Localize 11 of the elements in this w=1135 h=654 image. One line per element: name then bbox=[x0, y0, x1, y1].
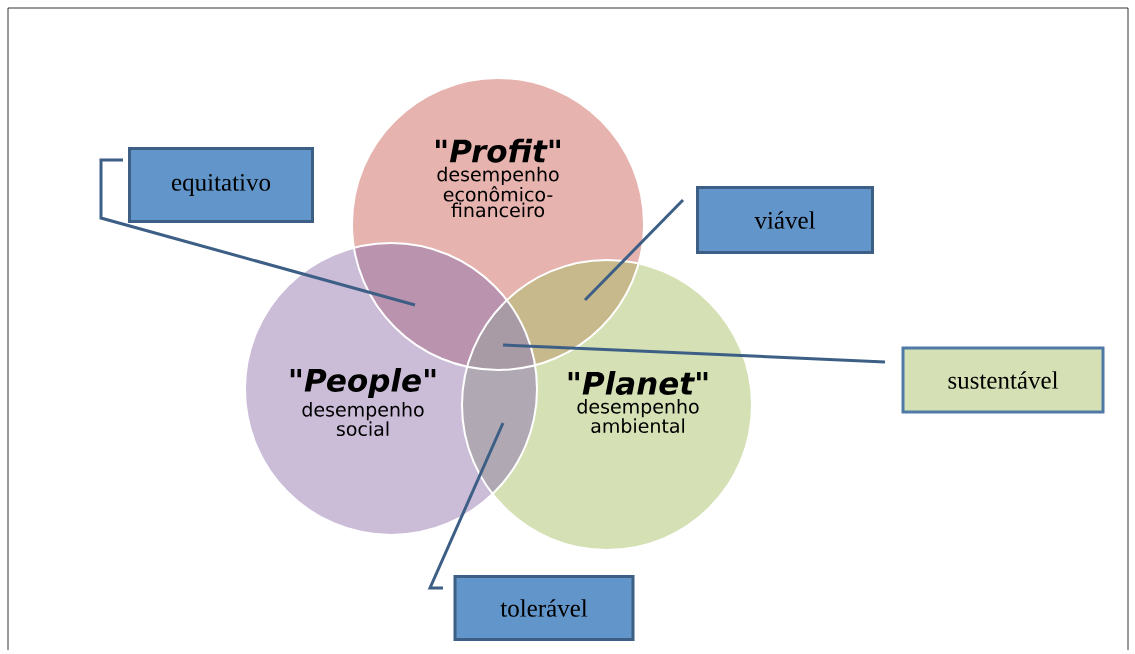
leader-line bbox=[427, 422, 505, 590]
circle-label: "People" desempenho social bbox=[290, 367, 436, 437]
label-box: sustentável bbox=[901, 346, 1105, 414]
label-box: tolerável bbox=[453, 575, 635, 641]
circle-label: "Profit" desempenho econômico-financeiro bbox=[436, 138, 560, 218]
circle-label: "Planet" desempenho ambiental bbox=[568, 370, 708, 434]
label-box: equitativo bbox=[128, 147, 314, 223]
leader-line bbox=[583, 198, 685, 302]
label-box: viável bbox=[696, 186, 874, 254]
leader-line bbox=[99, 158, 416, 307]
leader-line bbox=[502, 343, 886, 364]
